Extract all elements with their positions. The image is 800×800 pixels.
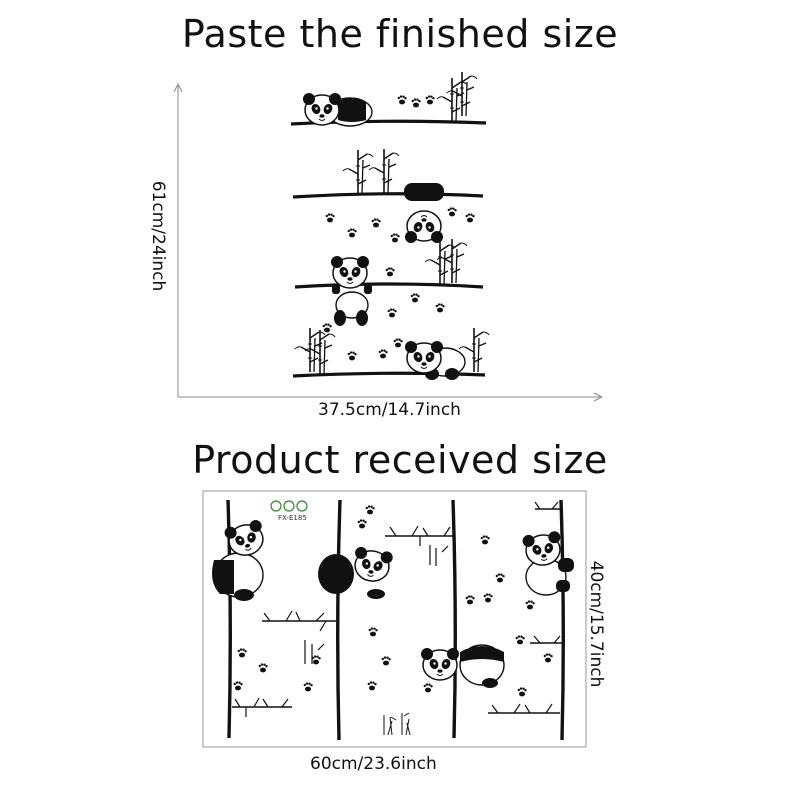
received-size-title: Product received size <box>192 438 608 482</box>
panda-climbing-1 <box>212 517 269 601</box>
panda-resting-bottom <box>404 340 466 380</box>
branch-4 <box>292 371 486 378</box>
panda-hanging-2 <box>330 255 372 326</box>
finished-decal <box>290 71 490 380</box>
finished-size-title: Paste the finished size <box>181 12 619 56</box>
branch-3 <box>294 282 484 289</box>
received-width-label: 60cm/23.6inch <box>310 754 437 774</box>
small-plants <box>383 712 411 736</box>
received-sheet <box>202 490 587 748</box>
panda-climbing-2 <box>318 545 395 599</box>
trunk-2 <box>336 499 342 741</box>
panda-peeking <box>420 644 505 688</box>
bamboo-3 <box>368 148 400 194</box>
certification-logos <box>270 500 308 512</box>
trunk-3 <box>451 499 457 739</box>
bamboo-6 <box>424 240 456 286</box>
bamboo-4 <box>342 149 374 195</box>
finished-size-axes <box>173 82 604 402</box>
product-code: FX-E185 <box>278 514 307 522</box>
panda-hanging-1 <box>404 183 444 244</box>
branch-2 <box>292 192 484 199</box>
finished-width-label: 37.5cm/14.7inch <box>318 400 461 420</box>
panda-climbing-3 <box>521 529 574 596</box>
panda-sleeping-top <box>302 92 373 127</box>
trunk-4 <box>559 499 565 741</box>
